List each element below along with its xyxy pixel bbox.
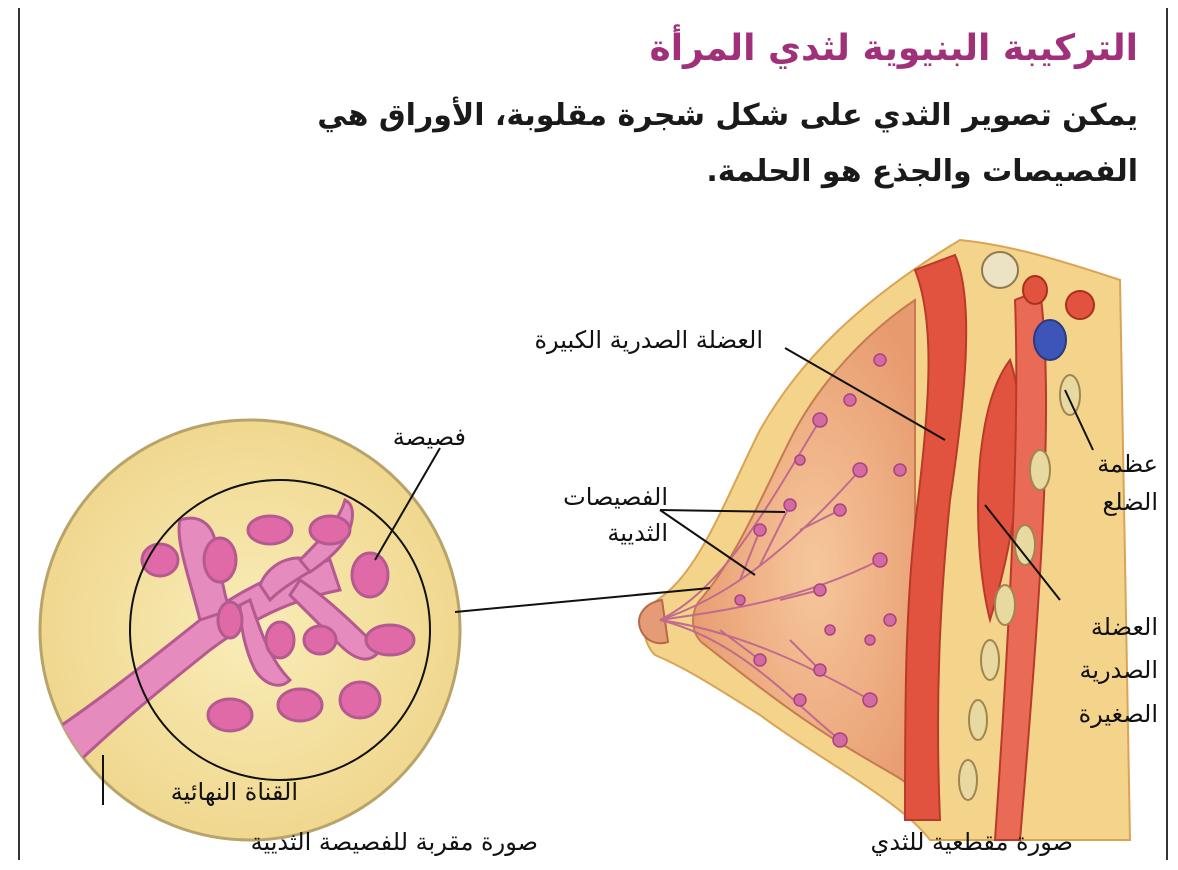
clavicle xyxy=(982,252,1018,288)
label-rib-bone-1: عظمة xyxy=(1097,447,1158,481)
caption-closeup: صورة مقربة للفصيصة الثديية xyxy=(251,825,538,859)
caption-cross-section: صورة مقطعية للثدي xyxy=(871,825,1073,859)
vein xyxy=(1034,320,1066,360)
label-mammary-lobules-1: الفصيصات xyxy=(563,480,668,514)
label-pectoralis-minor-3: الصغيرة xyxy=(1079,697,1158,731)
label-pectoralis-minor-2: الصدرية xyxy=(1079,653,1158,687)
label-pectoralis-minor-1: العضلة xyxy=(1091,610,1158,644)
artery-2 xyxy=(1023,276,1047,304)
label-terminal-duct: القناة النهائية xyxy=(171,775,298,809)
artery xyxy=(1066,291,1094,319)
label-rib-bone-2: الضلع xyxy=(1102,485,1158,519)
label-pectoralis-major: العضلة الصدرية الكبيرة xyxy=(534,323,763,357)
label-lobule: فصيصة xyxy=(393,420,466,454)
label-mammary-lobules-2: الثديية xyxy=(607,516,668,550)
